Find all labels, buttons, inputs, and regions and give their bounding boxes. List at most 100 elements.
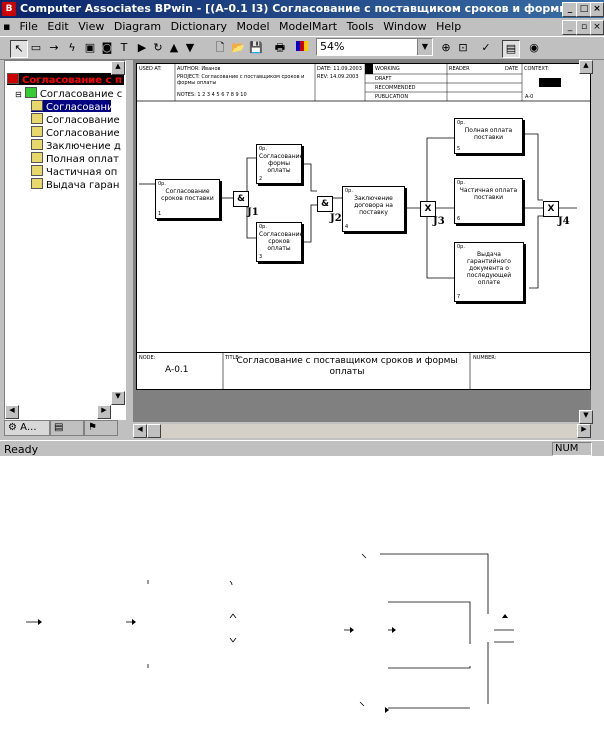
tree-item[interactable]: Согласование bbox=[31, 126, 120, 139]
tree-item[interactable]: Согласование bbox=[31, 113, 120, 126]
box-cost: 0р. bbox=[457, 180, 465, 186]
doc-restore-button[interactable]: ▫ bbox=[576, 20, 592, 35]
tree-scroll-left-icon[interactable]: ◀ bbox=[5, 405, 19, 419]
tab-diagrams[interactable]: ▤ bbox=[50, 420, 84, 436]
tree-item-label: Согласование bbox=[46, 102, 120, 113]
menu-bar: ▪ File Edit View Diagram Dictionary Mode… bbox=[0, 18, 604, 36]
go-up-icon[interactable]: ▲ bbox=[169, 41, 179, 54]
chevron-down-icon[interactable]: ▼ bbox=[417, 39, 432, 55]
node-id-label: A-0 bbox=[525, 94, 534, 100]
menu-diagram[interactable]: Diagram bbox=[113, 20, 162, 33]
junction-j4[interactable]: X bbox=[543, 201, 559, 217]
canvas-scroll-up-icon[interactable]: ▲ bbox=[579, 60, 593, 74]
canvas-scroll-down-icon[interactable]: ▼ bbox=[579, 410, 593, 424]
canvas-scroll-thumb[interactable] bbox=[147, 424, 161, 438]
activity-box-6[interactable]: 0р. Частичная оплата поставки 6 bbox=[454, 178, 523, 224]
menu-file[interactable]: File bbox=[19, 20, 38, 33]
canvas-scroll-right-icon[interactable]: ▶ bbox=[577, 424, 591, 438]
status-bar: Ready NUM bbox=[0, 440, 604, 457]
menu-help[interactable]: Help bbox=[436, 20, 462, 33]
tree-root[interactable]: Согласование с п bbox=[7, 73, 124, 86]
modelmart-icon[interactable]: ◉ bbox=[529, 41, 539, 54]
box-number: 6 bbox=[457, 216, 461, 222]
activity-box-3[interactable]: 0р. Согласование сроков оплаты 3 bbox=[256, 222, 303, 262]
diagram-canvas[interactable]: USED AT: AUTHOR: Иванов PROJECT: Согласо… bbox=[133, 60, 593, 424]
bpwin-window: B Computer Associates BPwin - [(A-0.1 I3… bbox=[0, 0, 604, 456]
reader-label: READER bbox=[449, 66, 470, 72]
box-name: Согласование формы оплаты bbox=[259, 153, 304, 174]
publication-label: PUBLICATION bbox=[375, 94, 409, 100]
activity-box-1[interactable]: 0р. Согласование сроков поставки 1 bbox=[155, 179, 220, 219]
toolbar: ↖ ▭ → ϟ ▣ ◙ T ▶ ↻ ▲ ▼ 🗋 📂 💾 🖶 ⊕ ⊡ ✓ ▤ ◉ bbox=[0, 36, 604, 60]
activity-box-7[interactable]: 0р. Выдача гарантийного документа о посл… bbox=[454, 242, 524, 302]
ref-label-tool-icon[interactable]: ◙ bbox=[101, 41, 113, 54]
pointer-tool-icon[interactable]: ↖ bbox=[10, 40, 28, 58]
open-folder-icon[interactable]: 📂 bbox=[231, 41, 245, 54]
tab-activities[interactable]: ⚙ А... bbox=[4, 420, 50, 436]
collapse-icon[interactable]: ⊟ bbox=[15, 90, 22, 99]
activity-box-tool-icon[interactable]: ▭ bbox=[30, 41, 42, 54]
num-lock-indicator: NUM bbox=[552, 442, 592, 456]
activity-icon bbox=[31, 126, 43, 137]
menu-dictionary[interactable]: Dictionary bbox=[170, 20, 227, 33]
tree-item-selected[interactable]: Согласование bbox=[31, 100, 120, 113]
context-diagram-icon bbox=[24, 87, 37, 98]
tree-scroll-down-icon[interactable]: ▼ bbox=[111, 391, 125, 405]
text-tool-icon[interactable]: T bbox=[120, 41, 128, 54]
new-file-icon[interactable]: 🗋 bbox=[215, 41, 225, 54]
tree-item[interactable]: Полная оплат bbox=[31, 152, 119, 165]
activity-box-4[interactable]: 0р. Заключение договора на поставку 4 bbox=[342, 186, 405, 232]
author-label: AUTHOR: Иванов bbox=[177, 66, 221, 72]
activity-box-2[interactable]: 0р. Согласование формы оплаты 2 bbox=[256, 144, 304, 184]
menu-modelmart[interactable]: ModelMart bbox=[279, 20, 338, 33]
menu-view[interactable]: View bbox=[78, 20, 105, 33]
menu-window[interactable]: Window bbox=[383, 20, 427, 33]
zoom-fit-icon[interactable]: ⊡ bbox=[458, 41, 468, 54]
menu-tools[interactable]: Tools bbox=[346, 20, 374, 33]
tree-item-label: Частичная оп bbox=[46, 167, 118, 178]
tree-item[interactable]: Заключение д bbox=[31, 139, 121, 152]
doc-close-button[interactable]: × bbox=[590, 20, 604, 35]
print-icon[interactable]: 🖶 bbox=[274, 41, 286, 54]
junction-j3[interactable]: X bbox=[420, 201, 436, 217]
title-bar: B Computer Associates BPwin - [(A-0.1 I3… bbox=[0, 0, 604, 18]
tree-scroll-up-icon[interactable]: ▲ bbox=[111, 61, 125, 75]
activities-tab-icon: ⚙ bbox=[8, 422, 17, 433]
canvas-scroll-left-icon[interactable]: ◀ bbox=[133, 424, 147, 438]
close-button[interactable]: × bbox=[590, 2, 604, 17]
save-icon[interactable]: 💾 bbox=[249, 41, 263, 54]
rotate-icon[interactable]: ↻ bbox=[153, 41, 163, 54]
color-icon[interactable] bbox=[294, 40, 310, 56]
footer-lines bbox=[222, 353, 471, 390]
menu-model[interactable]: Model bbox=[236, 20, 270, 33]
go-to-child-icon[interactable]: ▶ bbox=[137, 41, 147, 54]
ref-tool-icon[interactable]: ▣ bbox=[84, 41, 96, 54]
tree-item[interactable]: Выдача гаран bbox=[31, 178, 119, 191]
activity-box-5[interactable]: 0р. Полная оплата поставки 5 bbox=[454, 118, 523, 154]
box-cost: 0р. bbox=[259, 224, 267, 230]
arrow-tool-icon[interactable]: → bbox=[49, 41, 59, 54]
box-cost: 0р. bbox=[457, 120, 465, 126]
notes-label: NOTES: 1 2 3 4 5 6 7 8 9 10 bbox=[177, 92, 247, 98]
canvas-horizontal-scrollbar[interactable]: ◀ ▶ bbox=[133, 424, 591, 438]
menu-edit[interactable]: Edit bbox=[47, 20, 69, 33]
lower-arrows bbox=[26, 553, 514, 713]
model-explorer-icon[interactable]: ▤ bbox=[502, 40, 520, 58]
zoom-in-icon[interactable]: ⊕ bbox=[441, 41, 451, 54]
tab-objects[interactable]: ⚑ bbox=[84, 420, 118, 436]
tree-scroll-right-icon[interactable]: ▶ bbox=[97, 405, 111, 419]
go-down-icon[interactable]: ▼ bbox=[185, 41, 195, 54]
junction-j2[interactable]: & bbox=[317, 196, 333, 212]
tree-child[interactable]: ⊟ Согласование с bbox=[15, 87, 122, 100]
junction-j1[interactable]: & bbox=[233, 191, 249, 207]
idef0-page: USED AT: AUTHOR: Иванов PROJECT: Согласо… bbox=[136, 63, 591, 390]
draft-label: DRAFT bbox=[375, 76, 392, 82]
tree-item[interactable]: Частичная оп bbox=[31, 165, 118, 178]
box-name: Полная оплата поставки bbox=[464, 127, 513, 141]
squiggle-tool-icon[interactable]: ϟ bbox=[68, 41, 76, 54]
doc-menu-icon[interactable]: ▪ bbox=[3, 20, 11, 33]
zoom-value: 54% bbox=[320, 40, 345, 53]
rev-label: REV: 14.09.2003 bbox=[317, 74, 359, 80]
zoom-select[interactable]: 54% ▼ bbox=[316, 38, 433, 56]
spell-check-icon[interactable]: ✓ bbox=[481, 41, 491, 54]
